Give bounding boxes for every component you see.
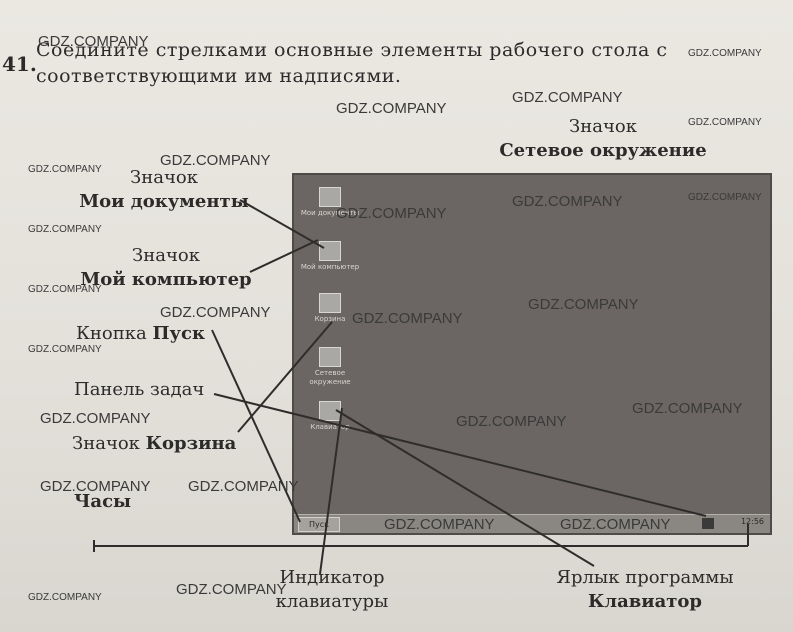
label-start-bold: Пуск bbox=[152, 323, 205, 344]
watermark: GDZ.COMPANY bbox=[40, 478, 151, 495]
label-mycomputer: Значок Мой компьютер bbox=[78, 244, 254, 292]
desktop-icon-my-documents: Мои документы bbox=[300, 187, 360, 218]
label-network: Значок Сетевое окружение bbox=[496, 115, 710, 163]
watermark: GDZ.COMPANY bbox=[688, 192, 762, 203]
computer-icon bbox=[319, 241, 341, 261]
desktop-icon-caption: Клавиатор bbox=[310, 423, 350, 431]
label-recycle: Значок Корзина bbox=[72, 432, 236, 456]
watermark: GDZ.COMPANY bbox=[336, 205, 447, 222]
watermark: GDZ.COMPANY bbox=[688, 48, 762, 59]
label-mycomp-line1: Значок bbox=[132, 245, 200, 266]
line-kbd-indicator bbox=[319, 407, 343, 575]
desktop-icon-caption: Мой компьютер bbox=[300, 263, 360, 271]
label-kbd-line2: клавиатуры bbox=[275, 591, 389, 612]
line-start bbox=[211, 329, 301, 523]
line-shortcut bbox=[335, 409, 595, 567]
label-shortcut-line1: Ярлык программы bbox=[556, 567, 734, 588]
label-mydocs-line1: Значок bbox=[130, 167, 198, 188]
desktop-icon-klaviator: Клавиатор bbox=[300, 401, 360, 432]
label-mydocs: Значок Мои документы bbox=[76, 166, 252, 214]
desktop-icon-caption: Корзина bbox=[314, 315, 346, 323]
label-clock-text: Часы bbox=[74, 491, 132, 512]
watermark: GDZ.COMPANY bbox=[28, 164, 102, 175]
watermark: GDZ.COMPANY bbox=[688, 117, 762, 128]
label-clock: Часы bbox=[74, 490, 131, 514]
watermark: GDZ.COMPANY bbox=[512, 193, 623, 210]
label-keyboard-indicator: Индикатор клавиатуры bbox=[262, 566, 402, 614]
task-number: 41. bbox=[2, 52, 37, 76]
watermark: GDZ.COMPANY bbox=[176, 581, 287, 598]
watermark: GDZ.COMPANY bbox=[28, 224, 102, 235]
watermark: GDZ.COMPANY bbox=[28, 592, 102, 603]
watermark: GDZ.COMPANY bbox=[632, 400, 743, 417]
desktop-icon-caption: Сетевое окружение bbox=[309, 369, 351, 386]
taskbar: Пуск 12:56 bbox=[294, 514, 770, 533]
line-mydocs bbox=[239, 199, 325, 249]
watermark: GDZ.COMPANY bbox=[28, 344, 102, 355]
line-taskbar bbox=[213, 393, 707, 517]
watermark: GDZ.COMPANY bbox=[160, 152, 271, 169]
label-mycomp-line2: Мой компьютер bbox=[80, 269, 252, 290]
task-text: Соедините стрелками основные элементы ра… bbox=[36, 39, 668, 87]
label-shortcut-line2: Клавиатор bbox=[588, 591, 702, 612]
watermark: GDZ.COMPANY bbox=[384, 516, 495, 533]
watermark: GDZ.COMPANY bbox=[28, 284, 102, 295]
desktop-screenshot: Мои документы Мой компьютер Корзина Сете… bbox=[292, 173, 772, 535]
desktop-icon-network: Сетевое окружение bbox=[300, 347, 360, 387]
label-mydocs-line2: Мои документы bbox=[79, 191, 249, 212]
taskbar-clock: 12:56 bbox=[740, 517, 764, 526]
watermark: GDZ.COMPANY bbox=[336, 100, 447, 117]
desktop-icon-caption: Мои документы bbox=[300, 209, 360, 217]
watermark: GDZ.COMPANY bbox=[352, 310, 463, 327]
keyboard-shortcut-icon bbox=[319, 401, 341, 421]
folder-icon bbox=[319, 187, 341, 207]
keyboard-indicator-icon bbox=[702, 518, 714, 529]
network-icon bbox=[319, 347, 341, 367]
watermark: GDZ.COMPANY bbox=[38, 33, 149, 50]
label-start-button: Кнопка Пуск bbox=[76, 322, 205, 346]
desktop-icon-recycle-bin: Корзина bbox=[300, 293, 360, 324]
label-taskbar: Панель задач bbox=[74, 379, 205, 400]
watermark: GDZ.COMPANY bbox=[40, 410, 151, 427]
watermark: GDZ.COMPANY bbox=[512, 89, 623, 106]
label-kbd-line1: Индикатор bbox=[279, 567, 385, 588]
label-start-prefix: Кнопка bbox=[76, 323, 153, 344]
label-recycle-bold: Корзина bbox=[145, 433, 237, 454]
label-recycle-prefix: Значок bbox=[72, 433, 146, 454]
start-button: Пуск bbox=[298, 517, 340, 532]
line-recycle bbox=[237, 321, 333, 433]
watermark: GDZ.COMPANY bbox=[456, 413, 567, 430]
watermark: GDZ.COMPANY bbox=[560, 516, 671, 533]
label-shortcut: Ярлык программы Клавиатор bbox=[532, 566, 758, 614]
label-network-line2: Сетевое окружение bbox=[499, 140, 707, 161]
recycle-bin-icon bbox=[319, 293, 341, 313]
desktop-icon-my-computer: Мой компьютер bbox=[300, 241, 360, 272]
watermark: GDZ.COMPANY bbox=[160, 304, 271, 321]
line-mycomputer bbox=[249, 239, 319, 273]
watermark: GDZ.COMPANY bbox=[188, 478, 299, 495]
watermark: GDZ.COMPANY bbox=[528, 296, 639, 313]
label-network-line1: Значок bbox=[569, 116, 637, 137]
